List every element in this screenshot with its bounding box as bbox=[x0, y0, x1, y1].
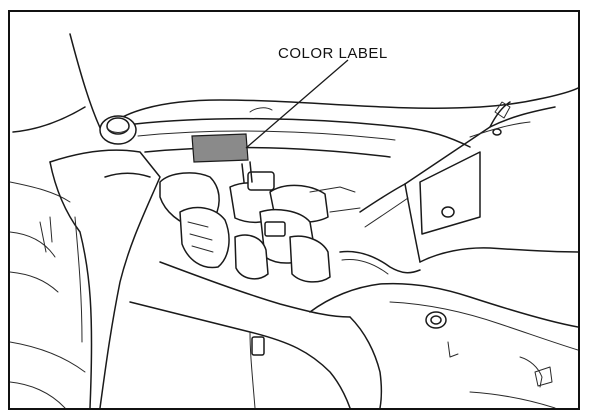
mounting-bolt bbox=[99, 115, 137, 145]
motorcycle-illustration bbox=[10, 33, 578, 408]
color-label-patch bbox=[191, 133, 249, 163]
callout-leader-line bbox=[245, 59, 349, 149]
wiring-harness bbox=[339, 183, 421, 275]
engine-components bbox=[159, 161, 361, 283]
figure-frame: COLOR LABEL bbox=[8, 10, 580, 410]
right-side-cover bbox=[404, 101, 578, 263]
upper-rails bbox=[134, 107, 471, 158]
frame-panels bbox=[10, 33, 578, 203]
lower-body bbox=[10, 261, 578, 408]
color-label-callout-text: COLOR LABEL bbox=[278, 45, 388, 62]
left-side-panel bbox=[10, 149, 161, 408]
